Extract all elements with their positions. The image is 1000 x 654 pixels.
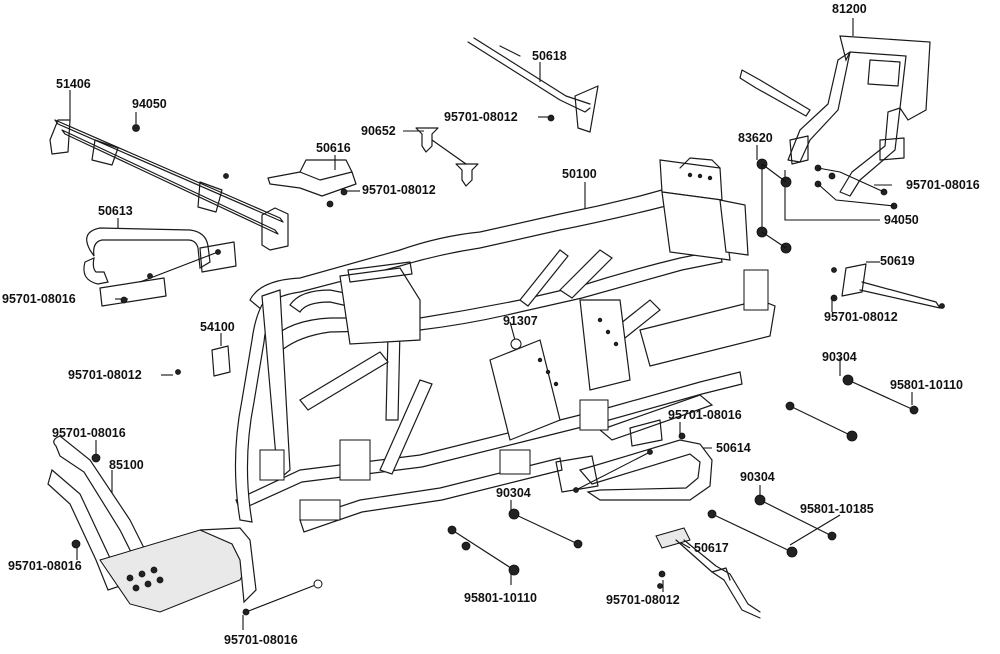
stay-50619 bbox=[830, 263, 945, 309]
part-label-94050-top[interactable]: 94050 bbox=[132, 97, 167, 111]
part-label-95701-08012-bottom[interactable]: 95701-08012 bbox=[606, 593, 680, 607]
part-label-90304-right[interactable]: 90304 bbox=[822, 350, 857, 364]
carrier-81200 bbox=[739, 35, 931, 210]
part-label-95801-10110-bottom[interactable]: 95801-10110 bbox=[464, 591, 537, 605]
clip-90652 bbox=[415, 127, 479, 187]
bracket-50616 bbox=[267, 159, 357, 208]
part-label-54100[interactable]: 54100 bbox=[200, 320, 235, 334]
part-label-95701-08012-mid[interactable]: 95701-08012 bbox=[362, 183, 436, 197]
part-label-81200[interactable]: 81200 bbox=[832, 2, 867, 16]
footrest-50613 bbox=[83, 227, 237, 307]
bolts-95801-10110-bottom bbox=[447, 508, 583, 576]
bumper-85100 bbox=[47, 435, 323, 616]
part-label-95701-08016-front[interactable]: 95701-08016 bbox=[52, 426, 126, 440]
bolts-95801-10110-right bbox=[785, 374, 919, 442]
part-label-50613[interactable]: 50613 bbox=[98, 204, 133, 218]
part-label-95801-10185[interactable]: 95801-10185 bbox=[800, 502, 874, 516]
part-label-95701-08016-right[interactable]: 95701-08016 bbox=[906, 178, 980, 192]
part-label-95701-08012-left[interactable]: 95701-08012 bbox=[68, 368, 142, 382]
part-label-85100[interactable]: 85100 bbox=[109, 458, 144, 472]
part-label-50614[interactable]: 50614 bbox=[716, 441, 751, 455]
part-label-50100[interactable]: 50100 bbox=[562, 167, 597, 181]
part-label-51406[interactable]: 51406 bbox=[56, 77, 91, 91]
part-label-90304-center[interactable]: 90304 bbox=[496, 486, 531, 500]
part-label-95701-08016-center[interactable]: 95701-08016 bbox=[668, 408, 742, 422]
part-label-95801-10110-right[interactable]: 95801-10110 bbox=[890, 378, 963, 392]
part-label-83620[interactable]: 83620 bbox=[738, 131, 773, 145]
main-frame-50100 bbox=[234, 157, 776, 533]
rear-bracket-51406 bbox=[49, 119, 289, 251]
stay-50618 bbox=[467, 37, 599, 133]
part-label-90304-lower-right[interactable]: 90304 bbox=[740, 470, 775, 484]
part-label-95701-08012-top[interactable]: 95701-08012 bbox=[444, 110, 518, 124]
stay-50617 bbox=[655, 527, 761, 619]
part-label-50617[interactable]: 50617 bbox=[694, 541, 729, 555]
part-label-50619[interactable]: 50619 bbox=[880, 254, 915, 268]
part-label-90652[interactable]: 90652 bbox=[361, 124, 396, 138]
part-label-91307[interactable]: 91307 bbox=[503, 314, 538, 328]
part-label-95701-08012-right[interactable]: 95701-08012 bbox=[824, 310, 898, 324]
part-label-50618[interactable]: 50618 bbox=[532, 49, 567, 63]
bolts-95801-10185 bbox=[707, 494, 837, 558]
part-label-95701-08016-bumper[interactable]: 95701-08016 bbox=[8, 559, 82, 573]
bracket-54100 bbox=[175, 345, 231, 377]
footrest-50614 bbox=[555, 419, 713, 501]
part-label-95701-08016-bottom[interactable]: 95701-08016 bbox=[224, 633, 298, 647]
part-label-50616[interactable]: 50616 bbox=[316, 141, 351, 155]
part-label-94050-right[interactable]: 94050 bbox=[884, 213, 919, 227]
bolt-83620 bbox=[756, 158, 792, 254]
part-label-95701-08016-left[interactable]: 95701-08016 bbox=[2, 292, 76, 306]
